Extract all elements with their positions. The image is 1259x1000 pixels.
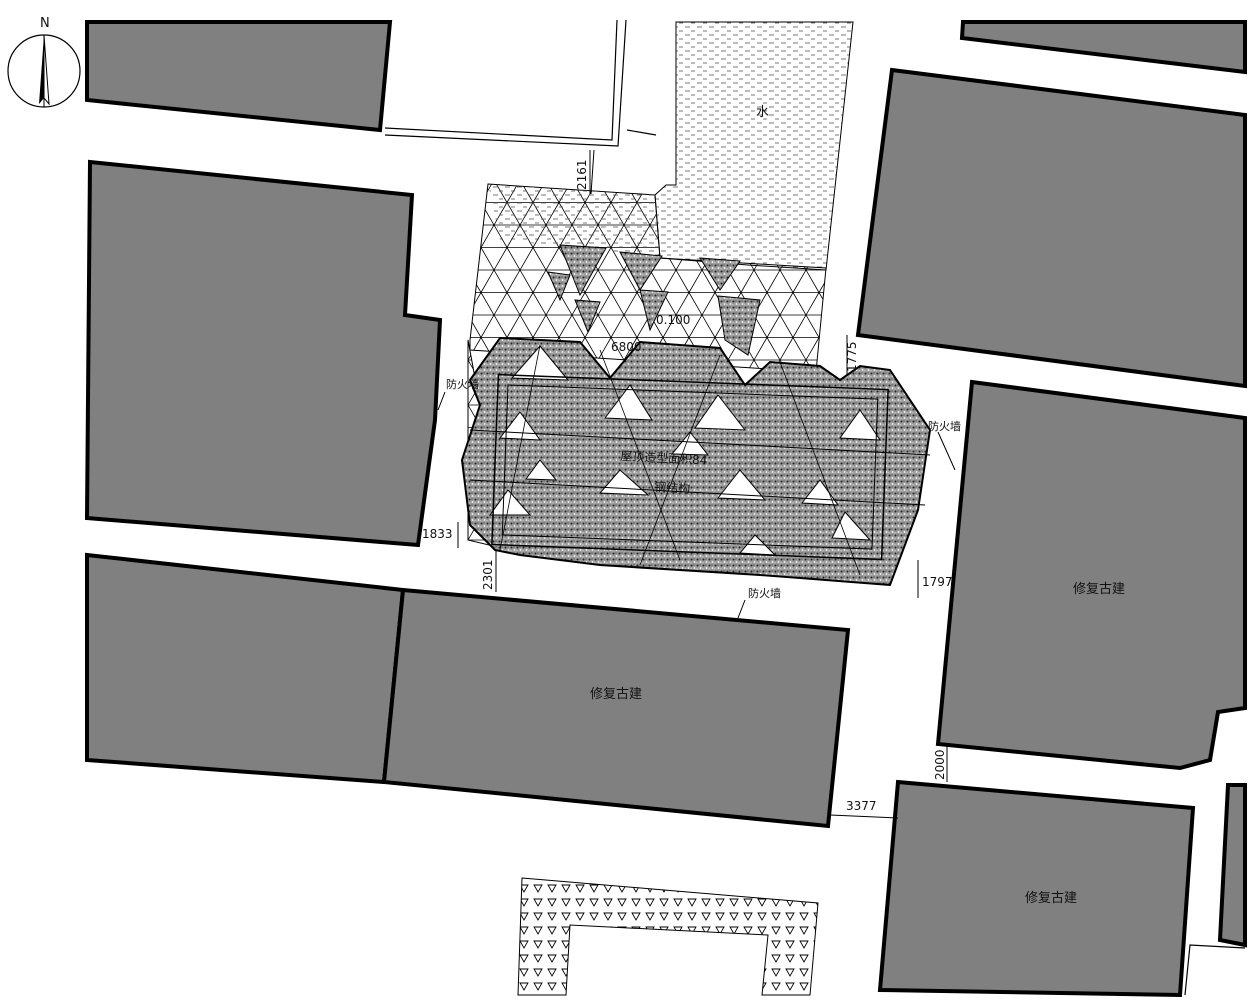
building-se <box>1217 783 1247 948</box>
roof-structure-text: 钢结构 <box>654 479 691 496</box>
building-nw <box>85 20 393 133</box>
fire-wall-west-label: 防火墙 <box>446 377 479 391</box>
dimension-lines <box>457 150 948 819</box>
building-restored-south <box>877 779 1196 998</box>
label-restored-east: 修复古建 <box>1073 582 1125 597</box>
dim-3377: 3377 <box>846 799 877 813</box>
property-line-se <box>1184 944 1246 996</box>
dim-6800: 6800 <box>611 340 642 354</box>
north-arrow-icon <box>7 34 81 108</box>
dim-2161: 2161 <box>575 159 589 190</box>
north-label: N <box>40 16 50 31</box>
building-w <box>84 159 443 548</box>
water-area <box>654 21 854 271</box>
water-label: 水 <box>756 105 769 120</box>
buildings <box>84 20 1247 998</box>
label-restored-center: 修复古建 <box>590 687 642 702</box>
label-restored-south: 修复古建 <box>1025 891 1077 906</box>
dim-1775: 1775 <box>845 341 859 372</box>
fire-wall-east-label: 防火墙 <box>928 419 961 433</box>
gravel-accents <box>547 244 761 356</box>
roof-structure <box>460 336 932 587</box>
roof-area-text: 屋顶造型面积84 <box>620 449 708 468</box>
dim-0100: 0.100 <box>656 313 690 327</box>
building-ne <box>855 67 1247 389</box>
fire-wall-south-label: 防火墙 <box>748 586 781 600</box>
dim-2000: 2000 <box>933 749 947 780</box>
building-ne-top <box>959 20 1247 75</box>
dim-1833: 1833 <box>422 527 453 541</box>
dim-2301: 2301 <box>481 559 495 590</box>
dim-1797: 1797 <box>922 575 953 589</box>
building-restored-center <box>381 587 851 829</box>
property-lines <box>384 19 657 195</box>
fire-wall-leaders <box>437 391 956 619</box>
building-sw <box>85 552 406 785</box>
building-restored-east <box>935 379 1247 771</box>
courtyard-pattern <box>517 877 819 996</box>
